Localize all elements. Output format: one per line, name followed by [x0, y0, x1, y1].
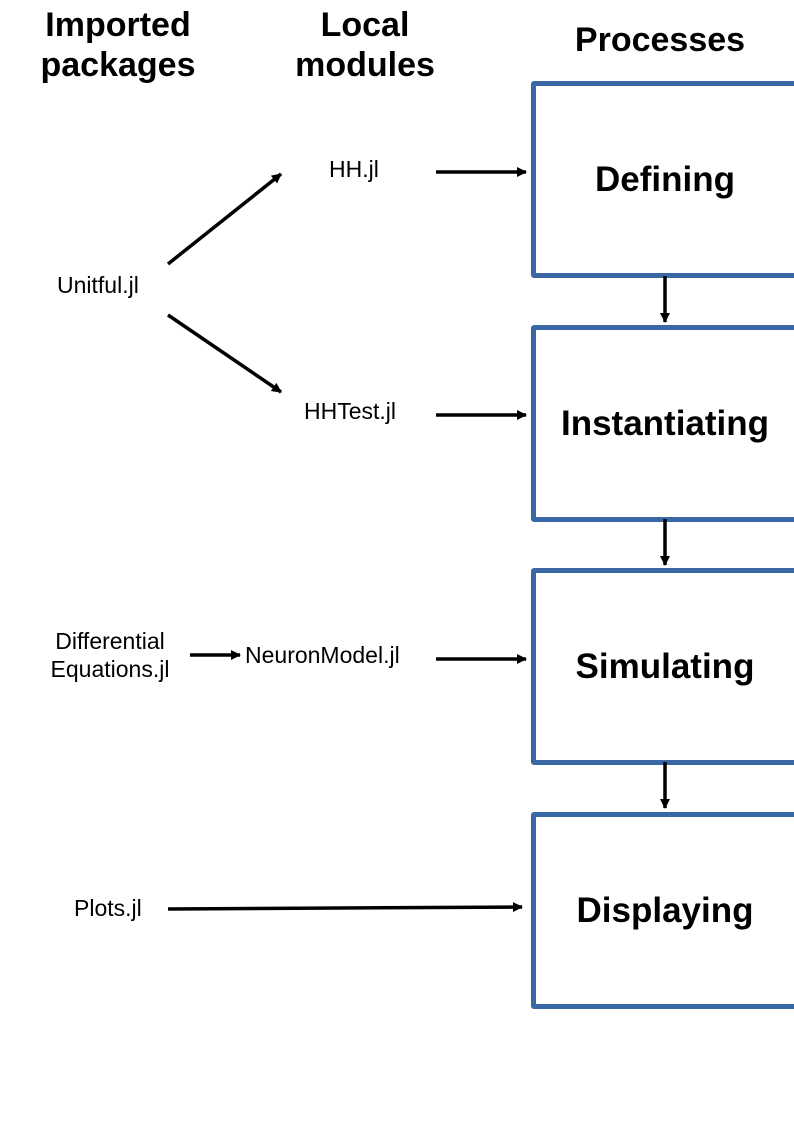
neuronmodel-module-label: NeuronModel.jl — [245, 642, 400, 668]
arrow-unitful-to-hhtest — [167, 313, 282, 394]
process-label-defining: Defining — [595, 159, 735, 199]
arrow-unitful-to-hh — [166, 172, 283, 266]
process-box-displaying: Displaying — [531, 812, 794, 1009]
process-label-instantiating: Instantiating — [560, 403, 770, 443]
unitful-package-label: Unitful.jl — [57, 272, 139, 298]
process-label-simulating: Simulating — [575, 646, 755, 686]
processes-header: Processes — [574, 21, 746, 59]
plots-package-label: Plots.jl — [74, 895, 142, 921]
imported-packages-header-line1: Imported — [45, 6, 191, 44]
local-modules-header: Local modules — [280, 5, 450, 85]
differential-equations-line1: Differential — [55, 628, 165, 654]
process-box-instantiating: Instantiating — [531, 325, 794, 522]
process-box-simulating: Simulating — [531, 568, 794, 765]
hhtest-module-label: HHTest.jl — [304, 398, 397, 424]
hh-module-label: HH.jl — [329, 156, 379, 182]
imported-packages-header-line2: packages — [40, 46, 196, 84]
arrow-plots-to-displaying — [167, 902, 523, 913]
local-modules-header-line1: Local — [320, 6, 410, 44]
local-modules-header-line2: modules — [295, 46, 435, 84]
imported-packages-header: Imported packages — [28, 5, 208, 85]
process-box-defining: Defining — [531, 81, 794, 278]
differential-equations-package-label: Differential Equations.jl — [38, 627, 182, 683]
process-label-displaying: Displaying — [576, 890, 754, 930]
differential-equations-line2: Equations.jl — [50, 656, 170, 682]
